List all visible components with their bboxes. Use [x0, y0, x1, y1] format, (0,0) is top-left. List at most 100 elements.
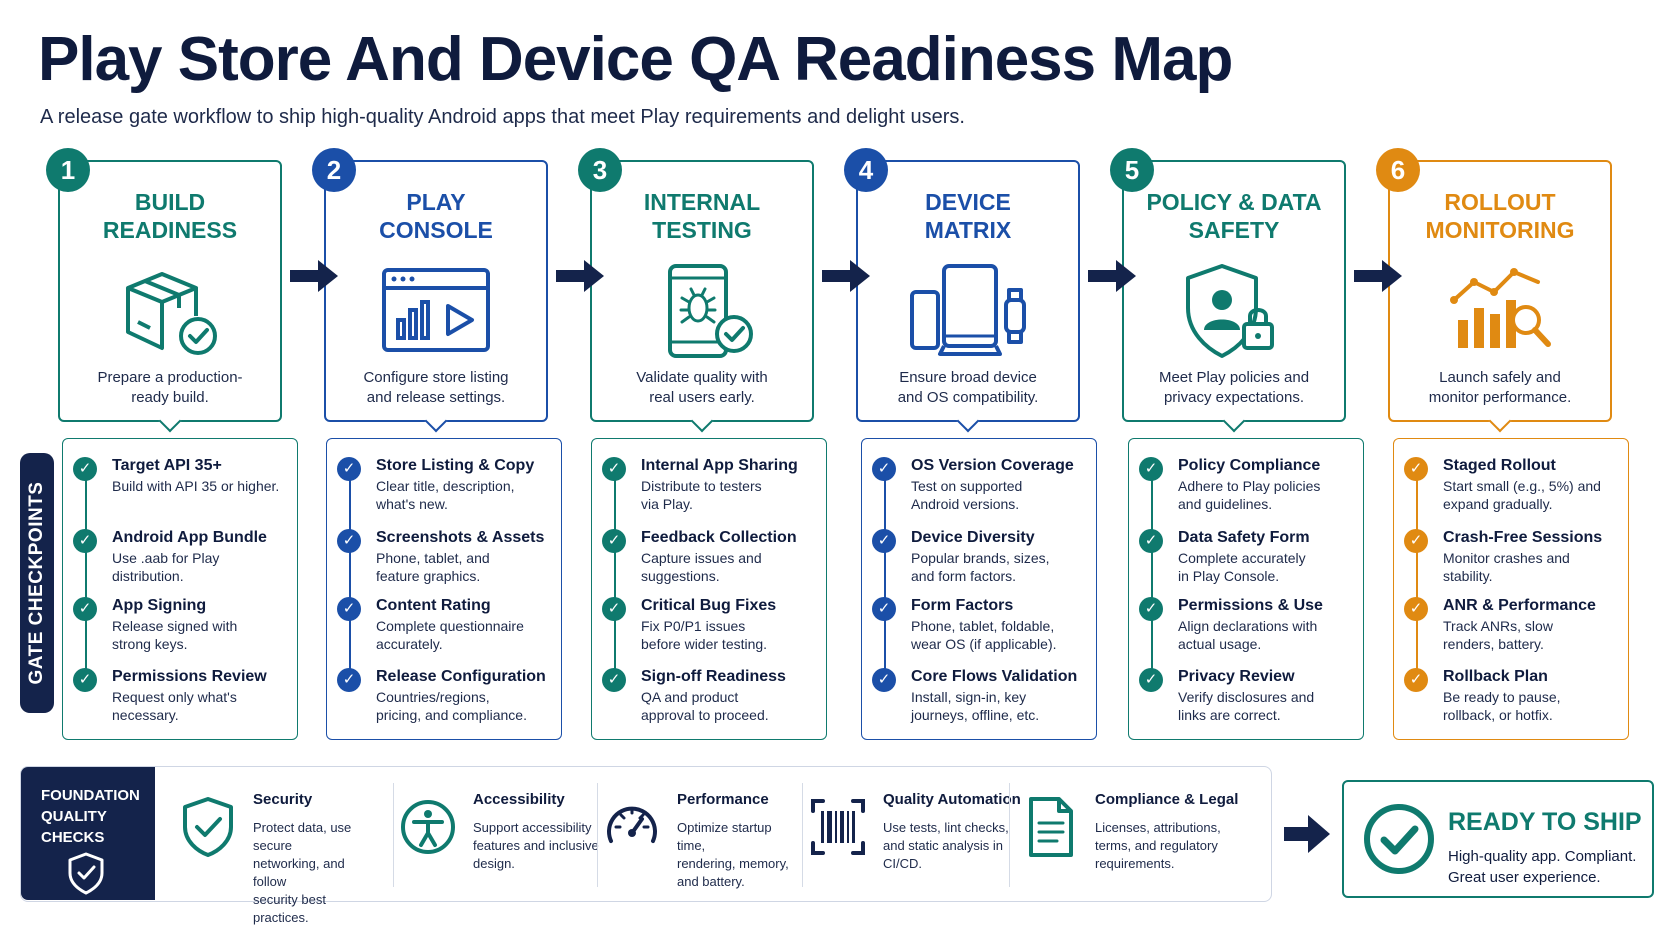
- page-subtitle: A release gate workflow to ship high-qua…: [40, 106, 965, 128]
- gate-checkpoints-text: GATE CHECKPOINTS: [26, 481, 47, 685]
- checkmark-icon: ✓: [1404, 529, 1428, 553]
- stage-number-badge: 6: [1376, 148, 1420, 192]
- checkmark-icon: ✓: [1404, 597, 1428, 621]
- stage-title: DEVICE MATRIX: [924, 189, 1012, 243]
- chart-magnifier-icon: [1450, 268, 1551, 348]
- checkpoint-item: ✓Target API 35+Build with API 35 or high…: [73, 457, 291, 495]
- checkmark-icon: ✓: [1404, 668, 1428, 692]
- accessibility-icon: [401, 800, 455, 854]
- stage-pointer: [956, 409, 980, 433]
- checkpoint-title: App Signing: [112, 597, 207, 614]
- stage-description: Prepare a production- ready build.: [97, 369, 243, 406]
- devices-icon: [910, 264, 1026, 356]
- stage-device-matrix: 4 DEVICE MATRIX Ensure broad device and …: [844, 148, 1080, 433]
- flow-arrow: [290, 260, 338, 292]
- foundation-label: FOUNDATION QUALITY CHECKS: [21, 767, 155, 900]
- foundation-quality-checks: FOUNDATION QUALITY CHECKS Security Prote…: [20, 766, 1272, 925]
- checkmark-icon: ✓: [337, 457, 361, 481]
- checkpoint-title: Staged Rollout: [1443, 457, 1556, 474]
- foundation-item-desc: Support accessibility features and inclu…: [473, 820, 599, 871]
- stage-internal-testing: 3 INTERNAL TESTING Validate quality with…: [578, 148, 814, 433]
- check-circle-icon: [1364, 804, 1434, 874]
- foundation-item-desc: Protect data, use secure networking, and…: [253, 820, 352, 925]
- checkpoint-title: Permissions & Use: [1178, 597, 1323, 614]
- ready-to-ship-box: READY TO SHIP High-quality app. Complian…: [1342, 780, 1654, 898]
- divider: [597, 783, 598, 887]
- checkpoint-title: ANR & Performance: [1443, 597, 1596, 614]
- stage-title: POLICY & DATA SAFETY: [1146, 189, 1322, 243]
- checkpoint-desc: QA and product approval to proceed.: [641, 689, 769, 723]
- checkmark-icon: ✓: [73, 529, 97, 553]
- checkmark-icon: ✓: [337, 668, 361, 692]
- stage-play-console: 2 PLAY CONSOLE Configure store listing a…: [312, 148, 548, 433]
- checkmark-icon: ✓: [602, 457, 626, 481]
- checkpoint-desc: Clear title, description, what's new.: [376, 478, 515, 512]
- foundation-item-title: Compliance & Legal: [1095, 791, 1239, 808]
- foundation-label-text: FOUNDATION QUALITY CHECKS: [41, 787, 140, 846]
- checkpoint-title: Data Safety Form: [1178, 529, 1310, 546]
- barcode-scan-icon: [811, 799, 865, 855]
- checkpoint-title: Privacy Review: [1178, 668, 1295, 685]
- checkpoint-title: Android App Bundle: [112, 529, 267, 546]
- console-window-icon: [382, 268, 490, 352]
- checkpoint-connector: [85, 473, 87, 681]
- foundation-item-compliance-legal: Compliance & Legal Licenses, attribution…: [1021, 783, 1238, 887]
- foundation-item-title: Quality Automation: [883, 791, 1021, 808]
- ready-title: READY TO SHIP: [1448, 808, 1642, 836]
- checkpoint-desc: Install, sign-in, key journeys, offline,…: [911, 689, 1040, 723]
- foundation-item-accessibility: Accessibility Support accessibility feat…: [399, 783, 599, 887]
- checkpoint-title: Internal App Sharing: [641, 457, 798, 474]
- checkmark-icon: ✓: [872, 668, 896, 692]
- stage-number-badge: 5: [1110, 148, 1154, 192]
- stage-pointer: [424, 409, 448, 433]
- checkpoint-desc: Verify disclosures and links are correct…: [1178, 689, 1315, 723]
- checkpoint-desc: Start small (e.g., 5%) and expand gradua…: [1443, 478, 1601, 512]
- gate-checkpoints-label: GATE CHECKPOINTS: [20, 453, 54, 713]
- checkpoint-desc: Adhere to Play policies and guidelines.: [1178, 478, 1321, 512]
- checkpoint-title: Sign-off Readiness: [641, 668, 786, 685]
- foundation-item-desc: Optimize startup time, rendering, memory…: [677, 820, 789, 889]
- checkpoint-desc: Test on supported Android versions.: [911, 478, 1023, 512]
- checkmark-icon: ✓: [73, 457, 97, 481]
- flow-arrow: [1354, 260, 1402, 292]
- stage-description: Configure store listing and release sett…: [363, 369, 509, 406]
- checkpoint-connector: [349, 473, 351, 681]
- checkmark-icon: ✓: [602, 597, 626, 621]
- checkpoint-title: Screenshots & Assets: [376, 529, 545, 546]
- divider: [802, 783, 803, 887]
- flow-arrow: [1088, 260, 1136, 292]
- foundation-item-title: Accessibility: [473, 791, 565, 808]
- document-icon: [1029, 797, 1073, 857]
- checkpoint-title: Form Factors: [911, 597, 1014, 614]
- stage-description: Meet Play policies and privacy expectati…: [1158, 369, 1310, 406]
- box-check-icon: [126, 272, 217, 355]
- checkpoint-connector: [884, 473, 886, 681]
- checkmark-icon: ✓: [73, 668, 97, 692]
- foundation-item-performance: Performance Optimize startup time, rende…: [603, 783, 803, 889]
- shield-user-lock-icon: [1186, 264, 1274, 358]
- stage-number-badge: 3: [578, 148, 622, 192]
- checkpoint-connector: [1416, 473, 1418, 681]
- checkpoint-title: Release Configuration: [376, 668, 546, 685]
- checkpoint-title: Store Listing & Copy: [376, 457, 535, 474]
- checkmark-icon: ✓: [337, 529, 361, 553]
- stage-number-badge: 1: [46, 148, 90, 192]
- checkpoint-title: Target API 35+: [112, 457, 222, 474]
- checkpoint-desc: Phone, tablet, foldable, wear OS (if app…: [911, 618, 1057, 652]
